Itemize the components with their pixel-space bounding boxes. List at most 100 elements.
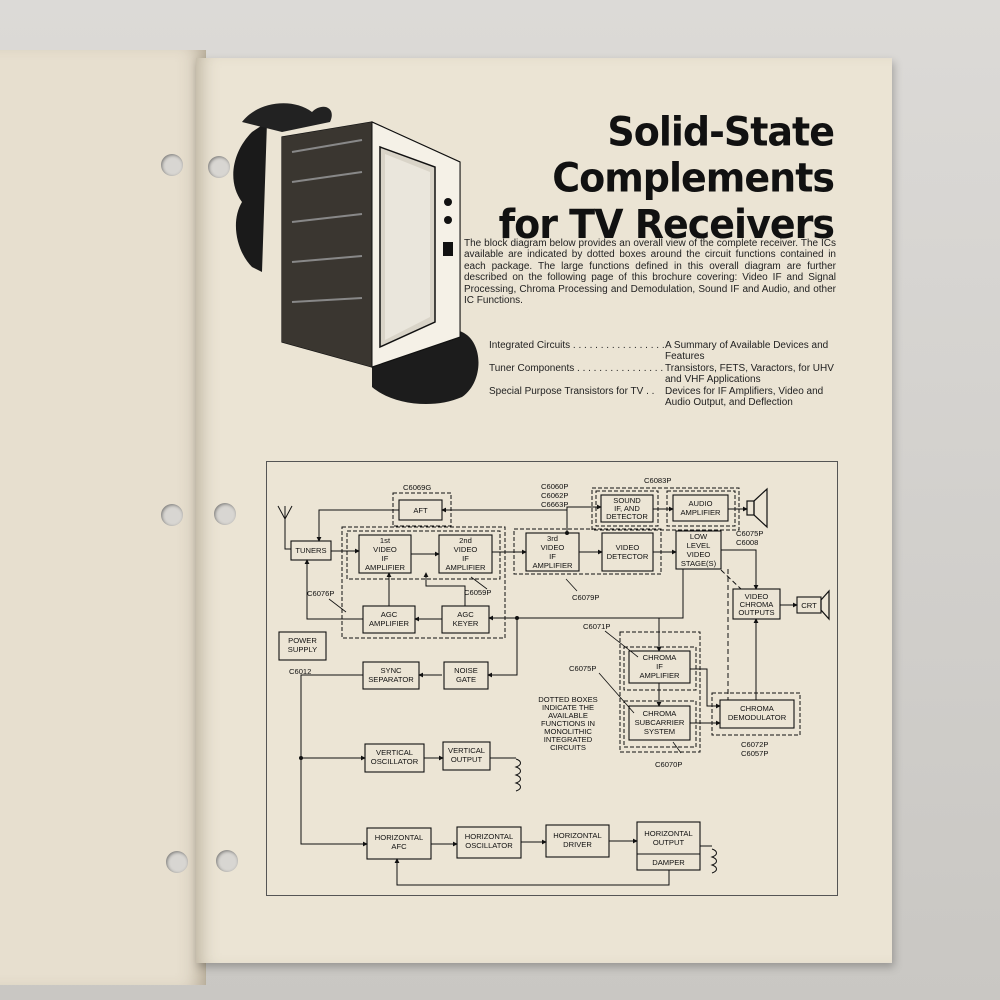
block-label: KEYER (453, 619, 479, 628)
block-label: AMPLIFIER (639, 671, 680, 680)
block-label: LEVEL (687, 541, 711, 550)
tv-illustration (233, 103, 479, 405)
block-diagram: AFT TUNERS 1st VIDEO IF AMPLIFIER 2nd VI… (266, 461, 838, 896)
block-label: DRIVER (563, 840, 592, 849)
block-label: AFT (413, 506, 428, 515)
block-label: SYSTEM (644, 727, 675, 736)
block-label: AMPLIFIER (445, 563, 486, 572)
block-label: CRT (801, 601, 817, 610)
horizontal-afc-block: HORIZONTAL AFC (366, 827, 432, 860)
binder-hole (208, 156, 230, 178)
power-supply-block: POWER SUPPLY (278, 631, 327, 661)
speaker-icon (746, 487, 768, 529)
part-label: C6079P (572, 593, 599, 602)
part-label: C6057P (741, 749, 768, 758)
note-line: DOTTED BOXES (538, 695, 598, 704)
block-label: 2nd (459, 536, 472, 545)
block-label: VIDEO (541, 543, 565, 552)
part-label: C6072P (741, 740, 768, 749)
contents-item-label: Tuner Components . . . . . . . . . . . .… (489, 363, 664, 374)
block-label: SUBCARRIER (635, 718, 685, 727)
block-label: VERTICAL (448, 746, 485, 755)
binder-hole (214, 503, 236, 525)
agc-keyer-block: AGC KEYER (441, 605, 490, 634)
block-label: 3rd (547, 534, 558, 543)
block-label: CHROMA (740, 704, 775, 713)
block-label: STAGE(S) (681, 559, 717, 568)
binder-hole (161, 504, 183, 526)
vertical-output-block: VERTICAL OUTPUT (442, 741, 491, 771)
crt-tube-icon (820, 589, 830, 621)
contents-item-desc: Transistors, FETS, Varactors, for UHV an… (665, 363, 834, 385)
block-label: OSCILLATOR (465, 841, 513, 850)
block-label: DEMODULATOR (728, 713, 787, 722)
vertical-oscillator-block: VERTICAL OSCILLATOR (364, 743, 425, 773)
block-label: CHROMA (643, 709, 678, 718)
block-label: AGC (457, 610, 474, 619)
horizontal-output-block: HORIZONTAL OUTPUT DAMPER (636, 821, 701, 871)
part-label: C6663P (541, 500, 568, 509)
part-label: C6083P (644, 476, 671, 485)
block-label: CHROMA (740, 600, 775, 609)
intro-paragraph: The block diagram below provides an over… (464, 238, 836, 307)
binder-hole (216, 850, 238, 872)
label-leader-lines (328, 576, 682, 754)
block-label: OUTPUT (653, 838, 685, 847)
note-line: INDICATE THE (542, 703, 594, 712)
block-label: HORIZONTAL (553, 831, 601, 840)
contents-item-desc: Devices for IF Amplifiers, Video and Aud… (665, 386, 824, 408)
video-chroma-outputs-block: VIDEO CHROMA OUTPUTS (732, 588, 781, 620)
note-line: AVAILABLE (548, 711, 588, 720)
low-level-video-block: LOW LEVEL VIDEO STAGE(S) (675, 530, 722, 570)
video-if-3-block: 3rd VIDEO IF AMPLIFIER (525, 532, 580, 572)
block-label: AMPLIFIER (680, 508, 721, 517)
deflection-coil-icon (514, 758, 717, 874)
block-diagram-svg: AFT TUNERS 1st VIDEO IF AMPLIFIER 2nd VI… (277, 476, 830, 886)
video-if-1-block: 1st VIDEO IF AMPLIFIER (358, 534, 412, 574)
contents-item-label: Special Purpose Transistors for TV . . (489, 386, 655, 397)
part-label: C6071P (583, 622, 610, 631)
block-label: DAMPER (652, 858, 685, 867)
block-label: DETECTOR (607, 552, 649, 561)
antenna-icon (277, 505, 293, 550)
part-label: C6075P (569, 664, 596, 673)
block-label: AMPLIFIER (532, 561, 573, 570)
block-label: LOW (690, 532, 708, 541)
part-label: C6059P (464, 588, 491, 597)
block-label: OUTPUT (451, 755, 483, 764)
binder-hole (161, 154, 183, 176)
chroma-subcarrier-block: CHROMA SUBCARRIER SYSTEM (628, 705, 691, 741)
block-label: IF (462, 554, 469, 563)
part-label: C6012 (289, 667, 311, 676)
block-label: VIDEO (373, 545, 397, 554)
block-label: OUTPUTS (738, 608, 774, 617)
block-label: TUNERS (295, 546, 326, 555)
audio-amplifier-block: AUDIO AMPLIFIER (672, 494, 729, 522)
block-label: VIDEO (616, 543, 640, 552)
chroma-demodulator-block: CHROMA DEMODULATOR (719, 699, 795, 729)
note-line: MONOLITHIC (544, 727, 592, 736)
block-label: AFC (391, 842, 407, 851)
block-label: IF, AND (614, 504, 640, 513)
part-label: C6062P (541, 491, 568, 500)
part-label: C6060P (541, 482, 568, 491)
block-label: 1st (380, 536, 391, 545)
tv-cabinet (281, 121, 461, 368)
part-label: C6070P (655, 760, 682, 769)
block-label: GATE (456, 675, 476, 684)
crt-block: CRT (796, 596, 822, 614)
tuners-block: TUNERS (290, 540, 332, 561)
block-label: OSCILLATOR (371, 757, 419, 766)
chroma-dashed-path (720, 569, 742, 700)
part-label: C6069G (403, 483, 431, 492)
block-label: HORIZONTAL (465, 832, 513, 841)
dotted-boxes-note: DOTTED BOXES INDICATE THE AVAILABLE FUNC… (538, 695, 598, 752)
block-label: NOISE (454, 666, 478, 675)
horizontal-driver-block: HORIZONTAL DRIVER (545, 824, 610, 858)
block-label: DETECTOR (606, 512, 648, 521)
block-label: SYNC (380, 666, 402, 675)
agc-amplifier-block: AGC AMPLIFIER (362, 605, 416, 634)
junction-dots (299, 531, 569, 760)
block-label: SUPPLY (288, 645, 317, 654)
note-line: FUNCTIONS IN (541, 719, 595, 728)
